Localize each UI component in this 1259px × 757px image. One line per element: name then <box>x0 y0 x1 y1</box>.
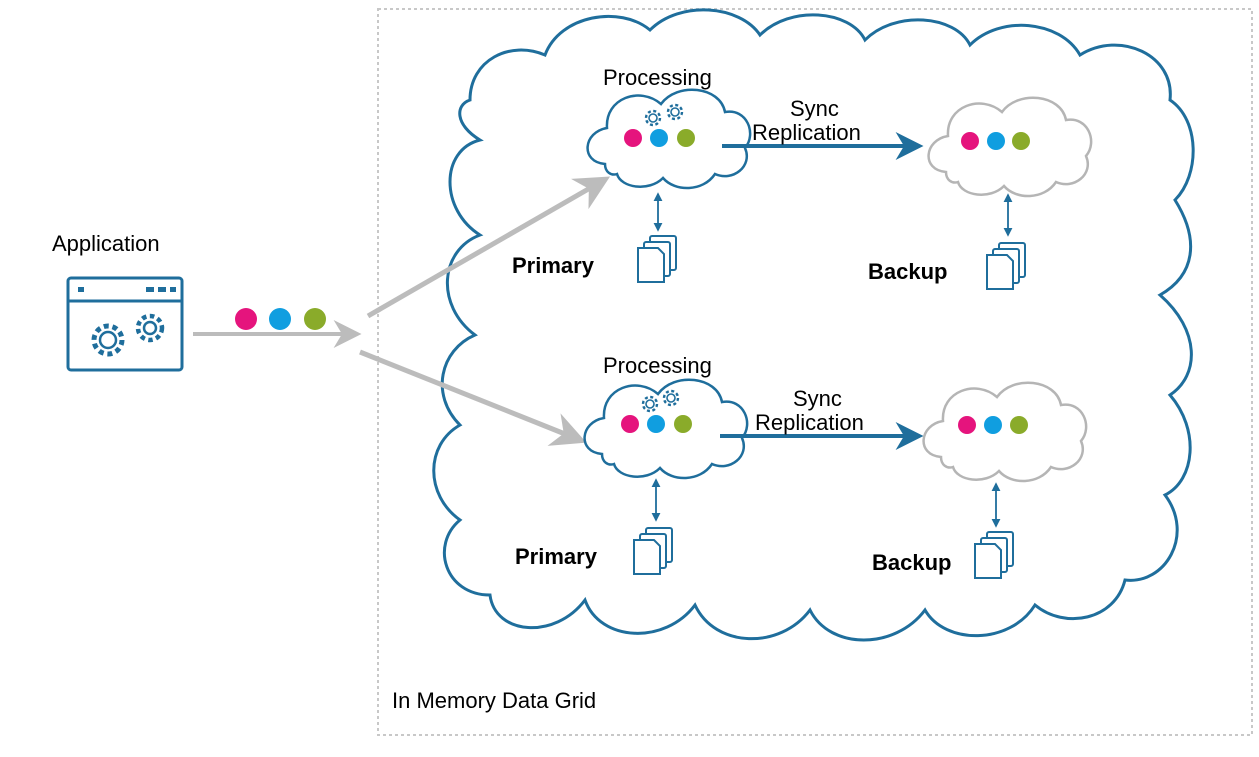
data-dot <box>647 415 665 433</box>
file-stack-icon <box>633 527 673 575</box>
data-dot <box>624 129 642 147</box>
primary-label-1: Primary <box>512 253 595 278</box>
backup-label-2: Backup <box>872 550 951 575</box>
route-arrow-bottom <box>359 349 587 446</box>
route-arrow-top <box>366 176 611 319</box>
browser-settings-icon <box>66 276 184 372</box>
backup-cloud-1 <box>927 96 1093 198</box>
application-data-dots <box>235 308 326 330</box>
data-dot <box>674 415 692 433</box>
data-dot <box>987 132 1005 150</box>
data-dot <box>677 129 695 147</box>
backup-label-1: Backup <box>868 259 947 284</box>
data-dot <box>961 132 979 150</box>
grid-cloud <box>432 8 1195 642</box>
data-dot <box>1010 416 1028 434</box>
primary-cloud-1 <box>586 88 752 190</box>
primary-cloud-2 <box>583 378 749 480</box>
backup-cloud-2 <box>922 381 1088 483</box>
sync-label-1: Sync <box>790 96 839 121</box>
replication-label-1: Replication <box>752 120 861 145</box>
data-dot <box>650 129 668 147</box>
file-stack-icon <box>974 531 1014 579</box>
data-dot <box>958 416 976 434</box>
grid-label: In Memory Data Grid <box>392 688 596 713</box>
data-dot <box>984 416 1002 434</box>
data-dot <box>1012 132 1030 150</box>
file-stack-icon <box>637 235 677 283</box>
sync-label-2: Sync <box>793 386 842 411</box>
data-dot <box>621 415 639 433</box>
processing-label-2: Processing <box>603 353 712 378</box>
processing-label-1: Processing <box>603 65 712 90</box>
grid-border <box>377 8 1253 736</box>
primary-label-2: Primary <box>515 544 598 569</box>
file-stack-icon <box>986 242 1026 290</box>
application-label: Application <box>52 231 160 256</box>
replication-label-2: Replication <box>755 410 864 435</box>
